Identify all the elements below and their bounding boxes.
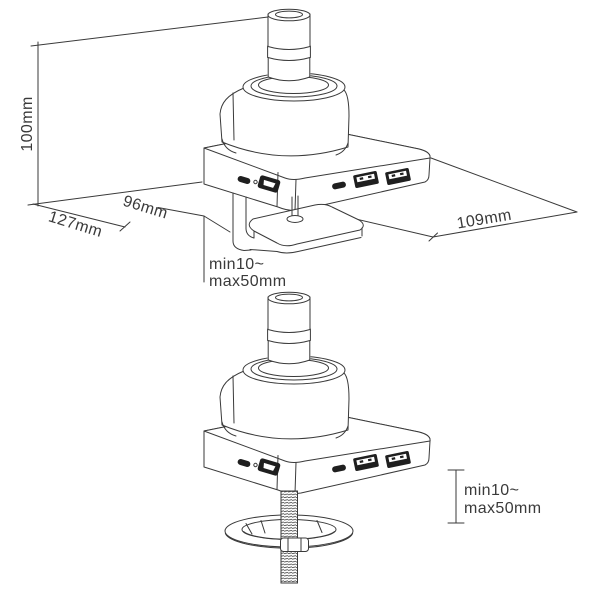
hex-nut-body	[280, 537, 309, 552]
clamp-riser-inner-edge	[245, 196, 255, 239]
hex-nut-facets	[287, 537, 302, 552]
depth-dimension-line	[32, 203, 131, 232]
dimension-lines-top	[27, 16, 578, 283]
clamp-mount-view: 100mm 127mm 96mm 109mm min10~ max50mm	[19, 8, 578, 290]
hex-nut	[280, 537, 309, 552]
clamp-range-label-line2: max50mm	[209, 273, 286, 290]
desk-back-edge-left	[27, 181, 203, 206]
grommet-range-label-line2: max50mm	[464, 500, 541, 517]
clamp-riser-outer-edge	[232, 192, 252, 251]
clamp-foot-thickness	[249, 227, 363, 254]
threaded-rod-shaft	[280, 490, 298, 584]
grommet-mount-view: min10~ max50mm	[203, 291, 541, 584]
clamp-foot-top-face	[248, 203, 364, 247]
width-dimension-line	[432, 211, 578, 238]
grommet-range-label-line1: min10~	[464, 482, 519, 499]
height-top-extension-line	[30, 16, 269, 47]
height-label: 100mm	[19, 96, 36, 151]
usb-hub-device-grommet-view	[203, 291, 431, 495]
grommet-ring-spokes	[245, 520, 323, 535]
clamp-range-label-line1: min10~	[209, 256, 264, 273]
clamp-inset-dimension-line	[157, 207, 205, 217]
clamp-screw-pad	[286, 215, 304, 223]
range-bracket	[447, 469, 465, 524]
threaded-rod	[280, 490, 298, 584]
clamp-screw-shaft	[291, 195, 299, 218]
clamp-range-extension-line	[203, 215, 231, 283]
clamp-inset-label: 96mm	[121, 193, 170, 223]
desk-clamp	[232, 192, 364, 254]
desk-back-edge-right	[430, 157, 578, 213]
width-label: 109mm	[456, 207, 513, 233]
usb-hub-device-clamp-view	[203, 8, 431, 212]
depth-label: 127mm	[46, 208, 104, 240]
